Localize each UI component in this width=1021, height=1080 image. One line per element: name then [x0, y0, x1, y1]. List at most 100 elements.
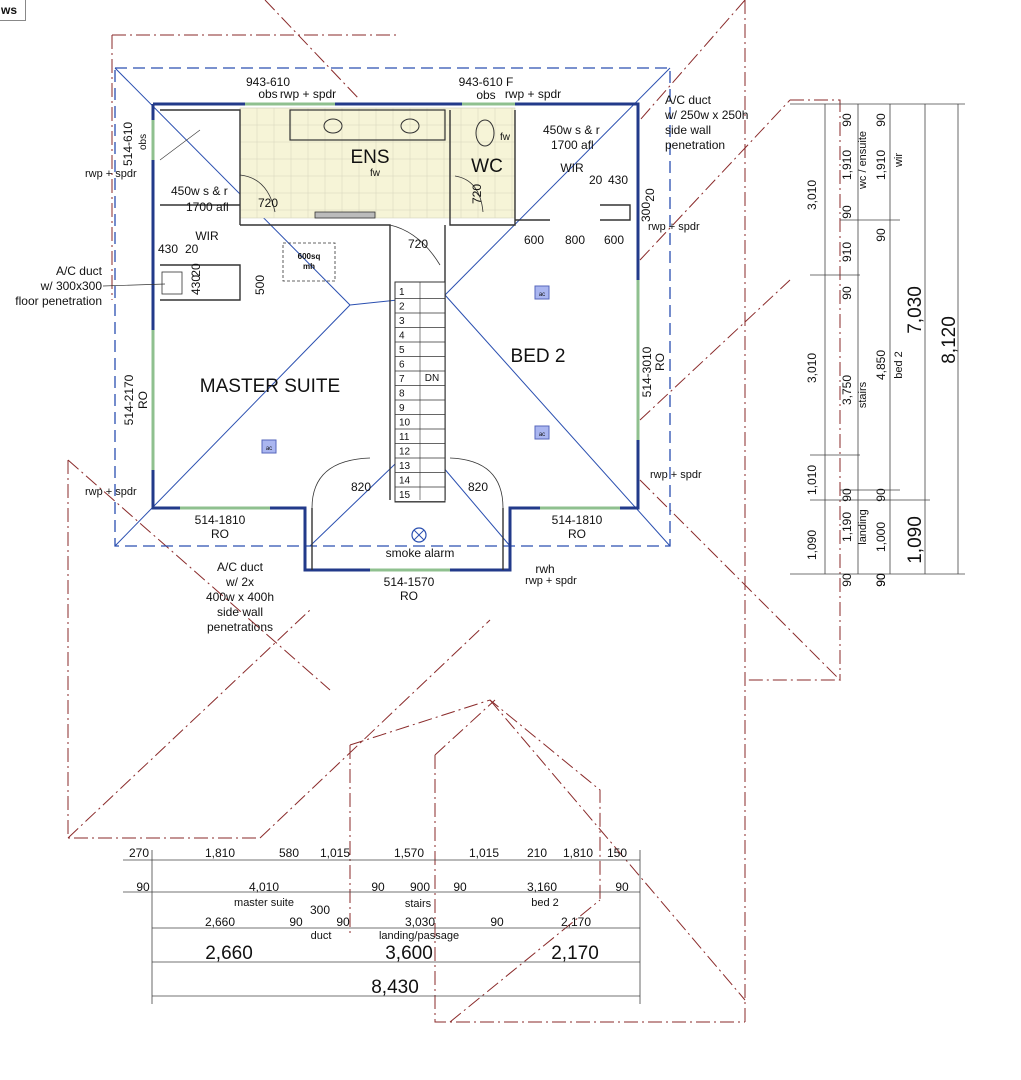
dimension: 90 [840, 573, 854, 587]
rwp-label: rwp + spdr [525, 575, 577, 587]
dimension: 430 [608, 173, 628, 187]
dimension-label: duct [311, 930, 332, 942]
stair-number: 3 [399, 316, 405, 327]
floor-waste-label: fw [370, 168, 381, 179]
ac-duct-note: side wall [665, 123, 711, 137]
shelf-note: 1700 afl [186, 200, 229, 214]
door-width: 720 [258, 196, 278, 210]
shelf-note: 1700 afl [551, 138, 594, 152]
dimension: 2,170 [561, 915, 591, 929]
dimension-overall: 8,430 [371, 977, 419, 998]
dimension: 580 [279, 846, 299, 860]
room-wc: WC [471, 156, 503, 177]
stair-number: 11 [399, 432, 410, 443]
door-width: 820 [468, 480, 488, 494]
window-label: 514-1810 [552, 513, 603, 527]
dimension: 1,000 [874, 522, 888, 552]
dimension: 900 [410, 880, 430, 894]
dimension: 90 [840, 113, 854, 127]
rwp-label: rwp + spdr [650, 469, 702, 481]
window-label: RO [400, 589, 418, 603]
dimension-label: bed 2 [531, 897, 559, 909]
ac-duct-note: side wall [217, 605, 263, 619]
ac-duct-note: 400w x 400h [206, 590, 274, 604]
dimension: 90 [490, 915, 504, 929]
window-label: 514-1570 [384, 575, 435, 589]
dimension: 1,910 [840, 150, 854, 180]
ac-outlets: ac ac ac [261, 285, 550, 454]
annotations: 943-610 obs rwp + spdr 943-610 F obs rwp… [15, 75, 748, 634]
dimension-total: 7,030 [905, 286, 926, 334]
stair-number: 13 [399, 461, 411, 472]
dimension: 4,850 [874, 350, 888, 380]
dimension-total: 3,600 [385, 943, 433, 964]
dimension: 1,910 [874, 150, 888, 180]
room-master-suite: MASTER SUITE [200, 376, 340, 397]
bottom-dimension-chains [123, 850, 641, 1004]
dimension: 90 [615, 880, 629, 894]
stairs-down-label: DN [425, 373, 439, 384]
dimension: 1,810 [205, 846, 235, 860]
dimension: 1,810 [563, 846, 593, 860]
dimension: 300 [310, 903, 330, 917]
dimension: 20 [185, 242, 199, 256]
dimension-label: wc / ensuite [857, 131, 869, 190]
manhole-label: 600sq [298, 252, 321, 261]
dimension-label: landing/passage [379, 930, 459, 942]
ac-duct-note: A/C duct [665, 93, 712, 107]
dimension: 430 [158, 242, 178, 256]
window-label: 514-2170 [122, 374, 136, 425]
smoke-alarm-icon [411, 527, 427, 543]
dimension: 3,010 [805, 353, 819, 383]
stair-number: 5 [399, 345, 405, 356]
dimension: 1,190 [840, 512, 854, 542]
dimension: 3,030 [405, 915, 435, 929]
ac-duct-note: w/ 2x [225, 575, 254, 589]
door-width: 720 [408, 237, 428, 251]
dimension: 90 [336, 915, 350, 929]
dimension: 3,160 [527, 880, 557, 894]
ac-duct-note: A/C duct [217, 560, 264, 574]
smoke-alarm-label: smoke alarm [386, 546, 455, 560]
dimension-total: 1,090 [905, 516, 926, 564]
room-ensuite: ENS [350, 147, 389, 168]
roof-outline [67, 0, 842, 1023]
door-width: 720 [470, 184, 484, 204]
windows [151, 102, 640, 572]
window-label: 514-1810 [195, 513, 246, 527]
window-label: 943-610 F [459, 75, 514, 89]
dimension: 90 [874, 573, 888, 587]
dimension: 430 [189, 275, 203, 295]
eave-line [114, 67, 671, 547]
view-tab[interactable]: ws [0, 0, 26, 21]
window-label: 943-610 [246, 75, 290, 89]
dimension: 90 [874, 228, 888, 242]
ac-duct-note: floor penetration [15, 294, 102, 308]
stair-number: 7 [399, 374, 405, 385]
dimension: 1,010 [805, 465, 819, 495]
dimension-label: stairs [857, 381, 869, 408]
window-label: obs [138, 134, 149, 150]
dimension-label: bed 2 [893, 351, 905, 379]
dimension-overall: 8,120 [939, 316, 960, 364]
window-label: RO [653, 353, 667, 371]
room-wir-2: WIR [560, 161, 584, 175]
dimension-total: 2,660 [205, 943, 253, 964]
stair-number: 2 [399, 302, 405, 313]
rwp-label: rwp + spdr [85, 486, 137, 498]
stair-number: 1 [399, 287, 405, 298]
window-label: obs [476, 88, 495, 102]
dimension: 90 [874, 113, 888, 127]
dimension: 90 [840, 286, 854, 300]
dimension: 90 [289, 915, 303, 929]
stair-number: 6 [399, 360, 405, 371]
manhole-label: mh [303, 262, 315, 271]
dimension: 90 [840, 488, 854, 502]
window-label: 514-610 [121, 122, 135, 166]
dimension: 90 [136, 880, 150, 894]
dimension: 90 [874, 488, 888, 502]
room-bed-2: BED 2 [511, 346, 566, 367]
ac-duct-note: penetrations [207, 620, 273, 634]
stair-number: 8 [399, 389, 405, 400]
